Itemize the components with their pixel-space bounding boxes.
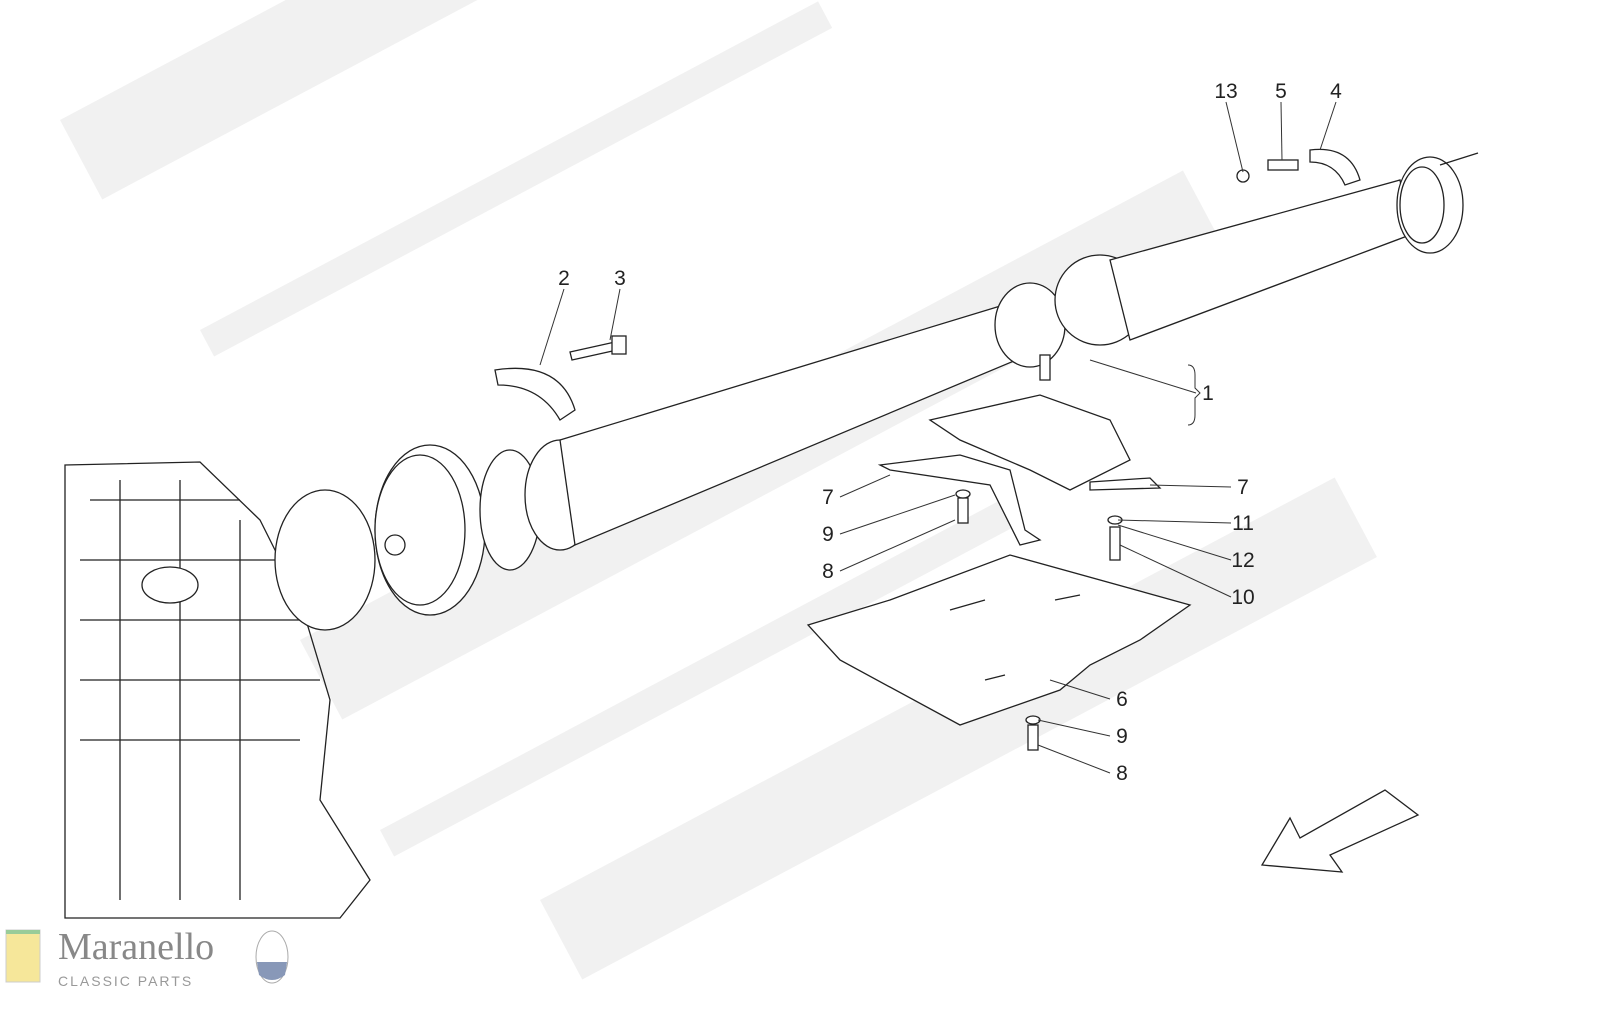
callout-4: 4 (1330, 80, 1342, 103)
logo-tagline: CLASSIC PARTS (58, 973, 194, 989)
leader-line (839, 519, 956, 572)
bracket-1 (1187, 364, 1201, 426)
leader-line (1049, 679, 1111, 700)
callout-9: 9 (1116, 725, 1128, 748)
watermark (60, 0, 1377, 980)
callout-9: 9 (822, 523, 834, 546)
small-parts (494, 148, 1361, 751)
leader-line (1319, 101, 1337, 151)
callout-6: 6 (1116, 688, 1128, 711)
callout-labels: 13 5 4 2 3 1 7 7 9 11 8 12 10 6 9 8 (539, 80, 1342, 785)
leader-line (839, 494, 956, 535)
leader-line (839, 474, 891, 498)
leader-line (1117, 519, 1232, 524)
leader-line (1037, 744, 1111, 774)
leader-line (1117, 524, 1232, 561)
callout-11: 11 (1232, 512, 1254, 535)
callout-12: 12 (1231, 549, 1254, 572)
leader-line (1280, 101, 1283, 161)
leader-line (1119, 544, 1232, 598)
leader-line (1225, 101, 1244, 173)
callout-1: 1 (1202, 382, 1214, 405)
callout-2: 2 (558, 267, 570, 290)
callout-8: 8 (822, 560, 834, 583)
callout-7: 7 (822, 486, 834, 509)
direction-arrow (1260, 789, 1420, 873)
callout-10: 10 (1231, 586, 1254, 609)
leader-line (539, 288, 565, 366)
callout-8: 8 (1116, 762, 1128, 785)
gearbox-housing (64, 461, 371, 919)
logo-name: Maranello (58, 926, 215, 968)
callout-7: 7 (1237, 476, 1249, 499)
leader-line (1089, 359, 1197, 394)
leader-line (1037, 719, 1111, 737)
callout-13: 13 (1214, 80, 1237, 103)
propeller-shaft (274, 152, 1479, 631)
callout-3: 3 (614, 267, 626, 290)
leader-line (1149, 484, 1232, 488)
callout-5: 5 (1275, 80, 1287, 103)
leader-line (609, 288, 621, 341)
